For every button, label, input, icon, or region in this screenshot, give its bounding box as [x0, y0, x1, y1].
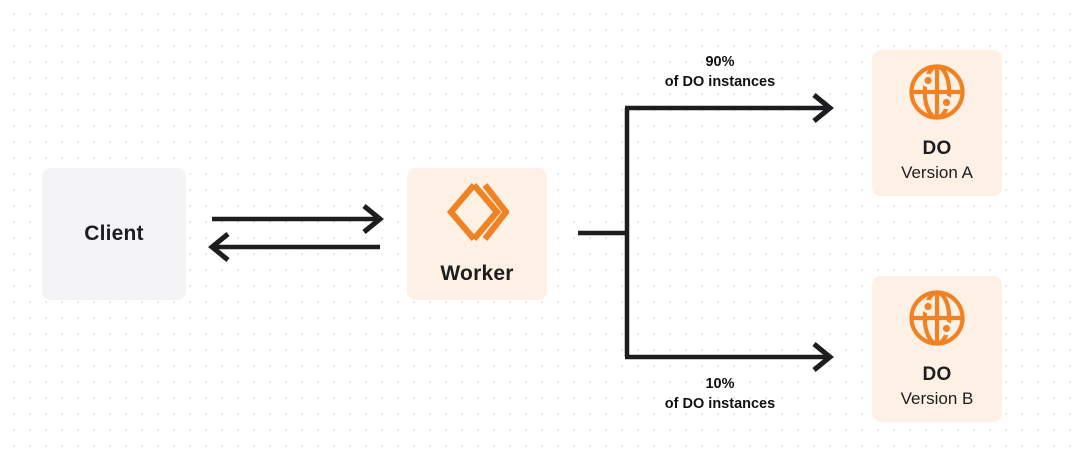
node-worker-label: Worker	[440, 262, 514, 286]
globe-icon	[908, 289, 966, 352]
edge-worker-branch-trunk	[578, 108, 630, 357]
edge-label-bottom: 10% of DO instances	[630, 374, 810, 414]
edge-label-top-percent: 90%	[705, 54, 735, 70]
node-do-version-b[interactable]: DO Version B	[872, 276, 1002, 422]
edge-label-bottom-caption: of DO instances	[664, 396, 776, 412]
node-do-a-sublabel: Version A	[901, 163, 973, 183]
edge-client-to-worker	[212, 204, 384, 234]
node-client-label: Client	[84, 221, 144, 245]
edge-branch-to-do-b	[625, 342, 834, 372]
edge-branch-to-do-a	[625, 93, 834, 123]
edge-label-bottom-percent: 10%	[705, 376, 735, 392]
globe-icon	[908, 63, 966, 126]
edge-label-top: 90% of DO instances	[630, 52, 810, 92]
node-do-b-label: DO	[922, 364, 952, 386]
edge-label-top-caption: of DO instances	[664, 74, 776, 90]
node-client[interactable]: Client	[42, 168, 186, 300]
node-do-version-a[interactable]: DO Version A	[872, 50, 1002, 196]
node-worker[interactable]: Worker	[407, 168, 547, 300]
node-do-b-sublabel: Version B	[900, 389, 974, 409]
edge-worker-to-client	[208, 232, 380, 262]
node-do-a-label: DO	[922, 138, 952, 160]
cloudflare-workers-icon	[445, 181, 510, 248]
